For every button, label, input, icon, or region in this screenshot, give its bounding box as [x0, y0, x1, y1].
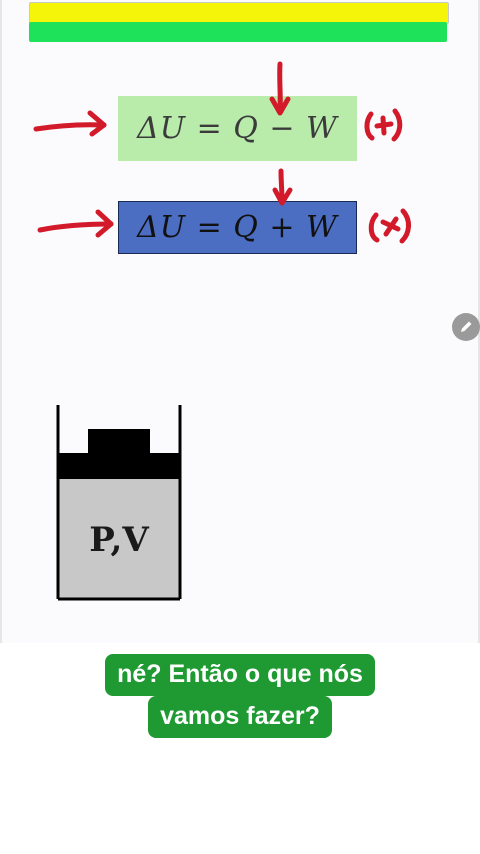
- plus-annotation: [364, 111, 375, 141]
- caption-line-2: vamos fazer?: [148, 696, 332, 738]
- minus-annotation: [368, 212, 380, 243]
- green-highlight-bar: [29, 22, 447, 42]
- piston-cylinder-diagram: [56, 405, 182, 601]
- piston: [58, 453, 180, 479]
- red-arrow-left-bottom: [37, 221, 114, 233]
- equation-first-law-minus: ΔU = Q − W: [118, 96, 357, 161]
- red-arrow-left-top: [33, 122, 107, 132]
- frame-edge-left: [0, 0, 2, 643]
- equation-first-law-plus: ΔU = Q + W: [118, 201, 357, 254]
- piston-weight: [88, 429, 150, 455]
- caption-line-1: né? Então o que nós: [105, 654, 375, 696]
- pv-label: P,V: [89, 520, 149, 560]
- red-arrow-down-top: [277, 61, 283, 115]
- subtitle-caption: né? Então o que nós vamos fazer?: [0, 654, 480, 738]
- handwritten-annotations: [33, 61, 411, 244]
- edit-pencil-button[interactable]: [452, 313, 480, 341]
- gas-region: [58, 479, 180, 599]
- pencil-icon: [461, 321, 472, 332]
